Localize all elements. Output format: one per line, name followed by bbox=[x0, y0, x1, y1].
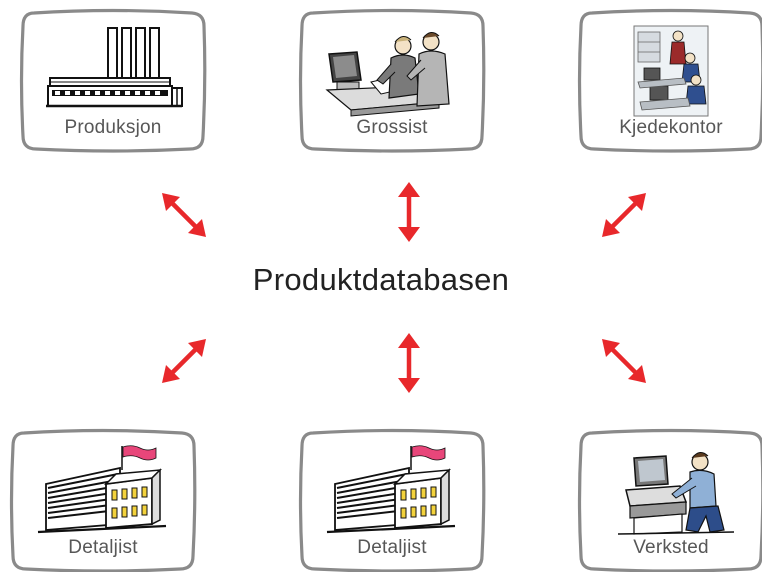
bidirectional-arrow-icon bbox=[398, 182, 420, 242]
bidirectional-arrow-icon bbox=[162, 193, 206, 237]
store-building-icon bbox=[37, 445, 167, 534]
node-label: Grossist bbox=[356, 117, 428, 138]
bidirectional-arrow-icon bbox=[602, 339, 646, 383]
bidirectional-arrow-icon bbox=[398, 333, 420, 393]
node-label: Detaljist bbox=[68, 537, 138, 558]
factory-icon bbox=[46, 27, 183, 108]
node-label: Kjedekontor bbox=[619, 117, 723, 138]
center-title: Produktdatabasen bbox=[252, 262, 510, 297]
node-label: Verksted bbox=[633, 537, 709, 558]
bidirectional-arrow-icon bbox=[602, 193, 646, 237]
node-retailer-1: Detaljist bbox=[9, 428, 197, 572]
store-building-icon bbox=[326, 445, 456, 534]
office-workers-icon bbox=[325, 32, 450, 117]
node-retailer-2: Detaljist bbox=[298, 428, 486, 572]
node-label: Detaljist bbox=[357, 537, 427, 558]
node-workshop: Verksted bbox=[577, 428, 762, 572]
node-wholesaler: Grossist bbox=[298, 8, 486, 153]
technician-icon bbox=[617, 452, 735, 535]
node-label: Produksjon bbox=[64, 117, 162, 138]
node-production: Produksjon bbox=[19, 8, 207, 153]
node-chain-office: Kjedekontor bbox=[577, 8, 762, 153]
bidirectional-arrow-icon bbox=[162, 339, 206, 383]
call-center-icon bbox=[633, 25, 709, 117]
